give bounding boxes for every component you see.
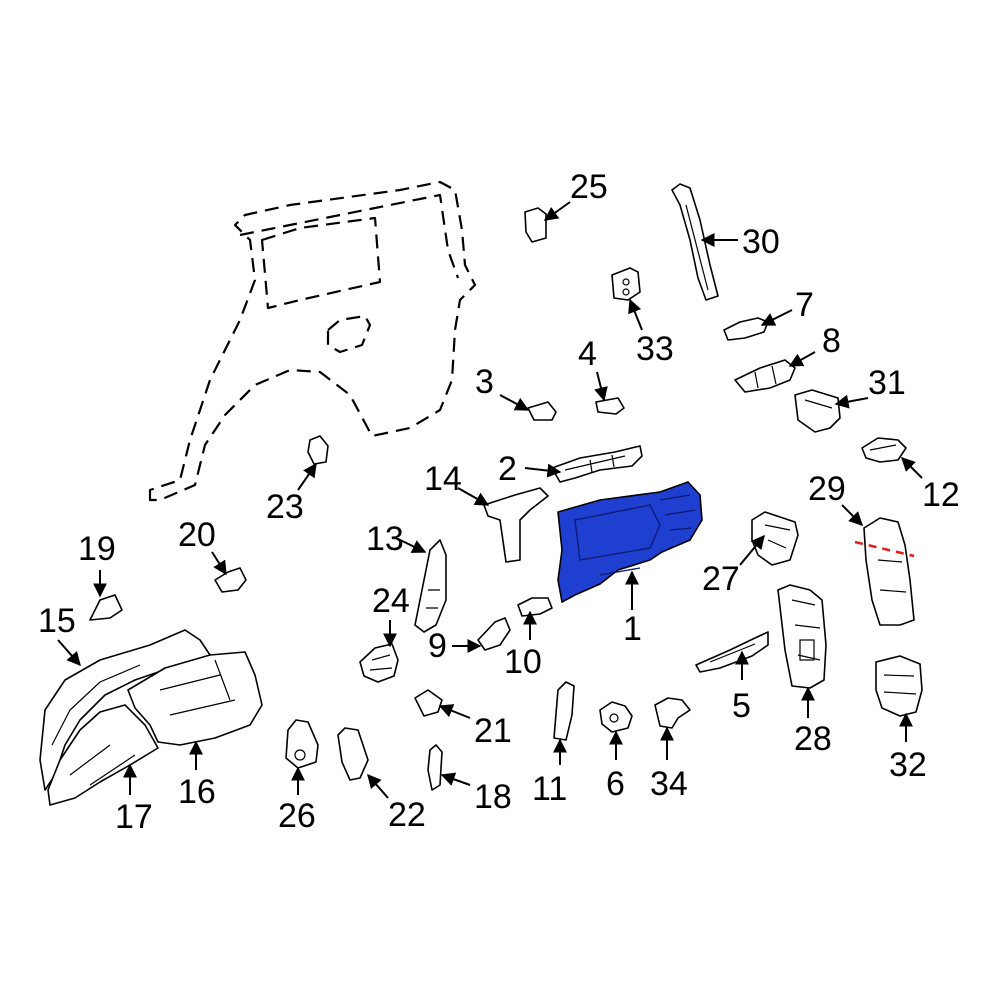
callout-19: 19 [78,530,116,568]
callout-13: 13 [366,520,404,558]
callout-11: 11 [532,770,567,808]
part-18-strip[interactable] [427,744,443,791]
part-27-bracket[interactable] [751,511,799,566]
part-32-bracket[interactable] [875,655,923,717]
part-2-reinforcement[interactable] [551,445,643,483]
part-4-bracket[interactable] [595,397,625,415]
callout-5: 5 [732,687,751,725]
part-31-bracket[interactable] [794,389,841,433]
part-28-pillar[interactable] [777,584,827,689]
callout-32: 32 [889,746,927,784]
part-16-inner-wheelhouse[interactable] [127,651,263,746]
part-29-pillar[interactable] [863,517,915,626]
callout-2: 2 [498,450,517,488]
callout-27: 27 [702,560,740,598]
part-30-pillar-strip[interactable] [671,183,719,301]
callout-10: 10 [504,643,542,681]
callout-31: 31 [868,364,906,402]
callout-12: 12 [922,476,960,514]
part-12-cap[interactable] [861,437,907,463]
callout-29: 29 [808,470,846,508]
callout-1: 1 [623,610,642,648]
part-7-bracket[interactable] [723,317,769,341]
callout-22: 22 [388,796,426,834]
part-14-brace[interactable] [483,487,549,563]
callout-25: 25 [570,168,608,206]
callout-6: 6 [606,765,625,803]
part-5-rail[interactable] [695,631,769,673]
callout-30: 30 [742,223,780,261]
cut-line [854,540,915,558]
part-13-pillar[interactable] [414,539,447,633]
part-22-bracket[interactable] [337,727,369,781]
callout-23: 23 [266,488,304,526]
callout-9: 9 [428,627,447,665]
callout-14: 14 [424,460,462,498]
callout-labels: 1 2 3 4 5 6 7 8 9 10 11 12 13 14 15 16 1… [38,168,960,836]
callout-17: 17 [115,798,153,836]
callout-21: 21 [474,712,512,750]
callout-16: 16 [178,773,216,811]
part-10-bracket[interactable] [517,597,553,617]
part-20-bracket[interactable] [214,567,247,593]
part-9-bracket[interactable] [477,617,511,651]
callout-20: 20 [178,516,216,554]
callout-7: 7 [795,286,814,324]
part-23-bracket[interactable] [307,435,329,465]
part-8-bracket[interactable] [734,359,796,393]
part-11-pillar-brace[interactable] [553,681,575,741]
part-24-bracket[interactable] [359,643,399,683]
part-17-panel[interactable] [47,704,159,806]
callout-3: 3 [475,363,494,401]
leader-lines [57,201,923,799]
part-34-bracket[interactable] [654,697,691,729]
part-25-bracket[interactable] [524,207,547,243]
callout-28: 28 [794,720,832,758]
vehicle-body-outline [148,180,477,502]
callout-18: 18 [474,778,512,816]
callout-24: 24 [372,582,410,620]
part-3-bracket[interactable] [527,401,557,421]
callout-8: 8 [822,322,841,360]
callout-33: 33 [636,330,674,368]
part-26-bracket[interactable] [285,719,319,769]
part-33-bracket[interactable] [611,267,641,301]
part-19-bracket[interactable] [89,594,123,621]
callout-4: 4 [578,335,597,373]
part-21-bracket[interactable] [414,689,443,717]
part-6-bracket[interactable] [599,701,633,733]
callout-34: 34 [650,765,688,803]
callout-26: 26 [278,797,316,835]
part-1-inner-quarter-panel[interactable] [557,481,703,603]
callout-15: 15 [38,602,76,640]
